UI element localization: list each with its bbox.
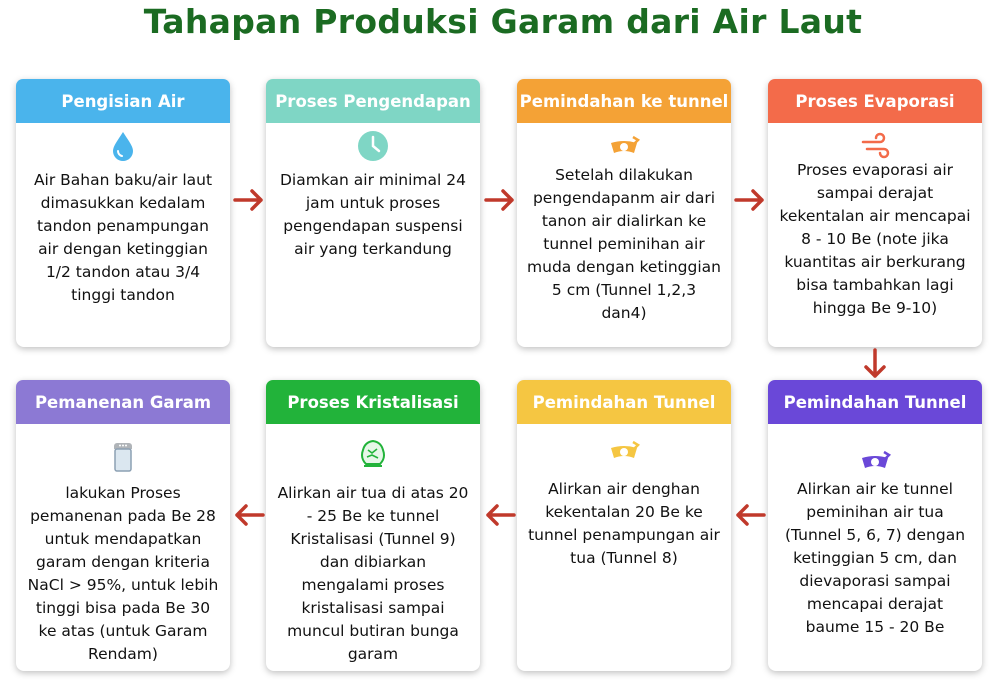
step-header: Pemindahan ke tunnel (517, 79, 731, 123)
wind-icon (858, 129, 892, 163)
arrow-left-icon (232, 498, 266, 532)
step-header: Proses Pengendapan (266, 79, 480, 123)
step-description: Alirkan air ke tunnel peminihan air tua … (784, 480, 966, 636)
step-description: Diamkan air minimal 24 jam untuk proses … (280, 171, 466, 258)
step-description: Proses evaporasi air sampai derajat keke… (779, 161, 971, 317)
step-description: Alirkan air denghan kekentalan 20 Be ke … (528, 480, 720, 567)
step-description: lakukan Proses pemanenan pada Be 28 untu… (27, 484, 219, 663)
step-card-pemindahan-tunnel-8: Pemindahan Tunnel Alirkan air denghan ke… (517, 380, 731, 671)
step-header: Pemanenan Garam (16, 380, 230, 424)
step-card-pemindahan-tunnel-5-7: Pemindahan Tunnel Alirkan air ke tunnel … (768, 380, 982, 671)
salt-shaker-icon (106, 440, 140, 474)
arrow-right-icon (733, 183, 767, 217)
step-card-pengisian-air: Pengisian Air Air Bahan baku/air laut di… (16, 79, 230, 347)
step-card-pemanenan-garam: Pemanenan Garam lakukan Proses pemanenan… (16, 380, 230, 671)
arrow-left-icon (483, 498, 517, 532)
clock-icon (356, 129, 390, 163)
step-card-proses-kristalisasi: Proses Kristalisasi Alirkan air tua di a… (266, 380, 480, 671)
step-description: Alirkan air tua di atas 20 - 25 Be ke tu… (277, 484, 469, 663)
step-header: Pemindahan Tunnel (517, 380, 731, 424)
step-header: Pemindahan Tunnel (768, 380, 982, 424)
salt-crystal-icon (356, 436, 390, 470)
step-card-proses-pengendapan: Proses Pengendapan Diamkan air minimal 2… (266, 79, 480, 347)
transfer-icon (858, 444, 892, 478)
step-description: Air Bahan baku/air laut dimasukkan kedal… (33, 171, 213, 304)
step-card-pemindahan-ke-tunnel: Pemindahan ke tunnel Setelah dilakukan p… (517, 79, 731, 347)
step-header: Proses Evaporasi (768, 79, 982, 123)
arrow-right-icon (483, 183, 517, 217)
step-header: Proses Kristalisasi (266, 380, 480, 424)
water-drop-icon (106, 129, 140, 163)
arrow-down-icon (858, 347, 892, 381)
arrow-right-icon (232, 183, 266, 217)
step-card-proses-evaporasi: Proses Evaporasi Proses evaporasi air sa… (768, 79, 982, 347)
step-description: Setelah dilakukan pengendapanm air dari … (527, 166, 721, 322)
page-title: Tahapan Produksi Garam dari Air Laut (143, 2, 863, 41)
step-header: Pengisian Air (16, 79, 230, 123)
arrow-left-icon (733, 498, 767, 532)
transfer-icon (607, 129, 641, 163)
transfer-icon (607, 434, 641, 468)
